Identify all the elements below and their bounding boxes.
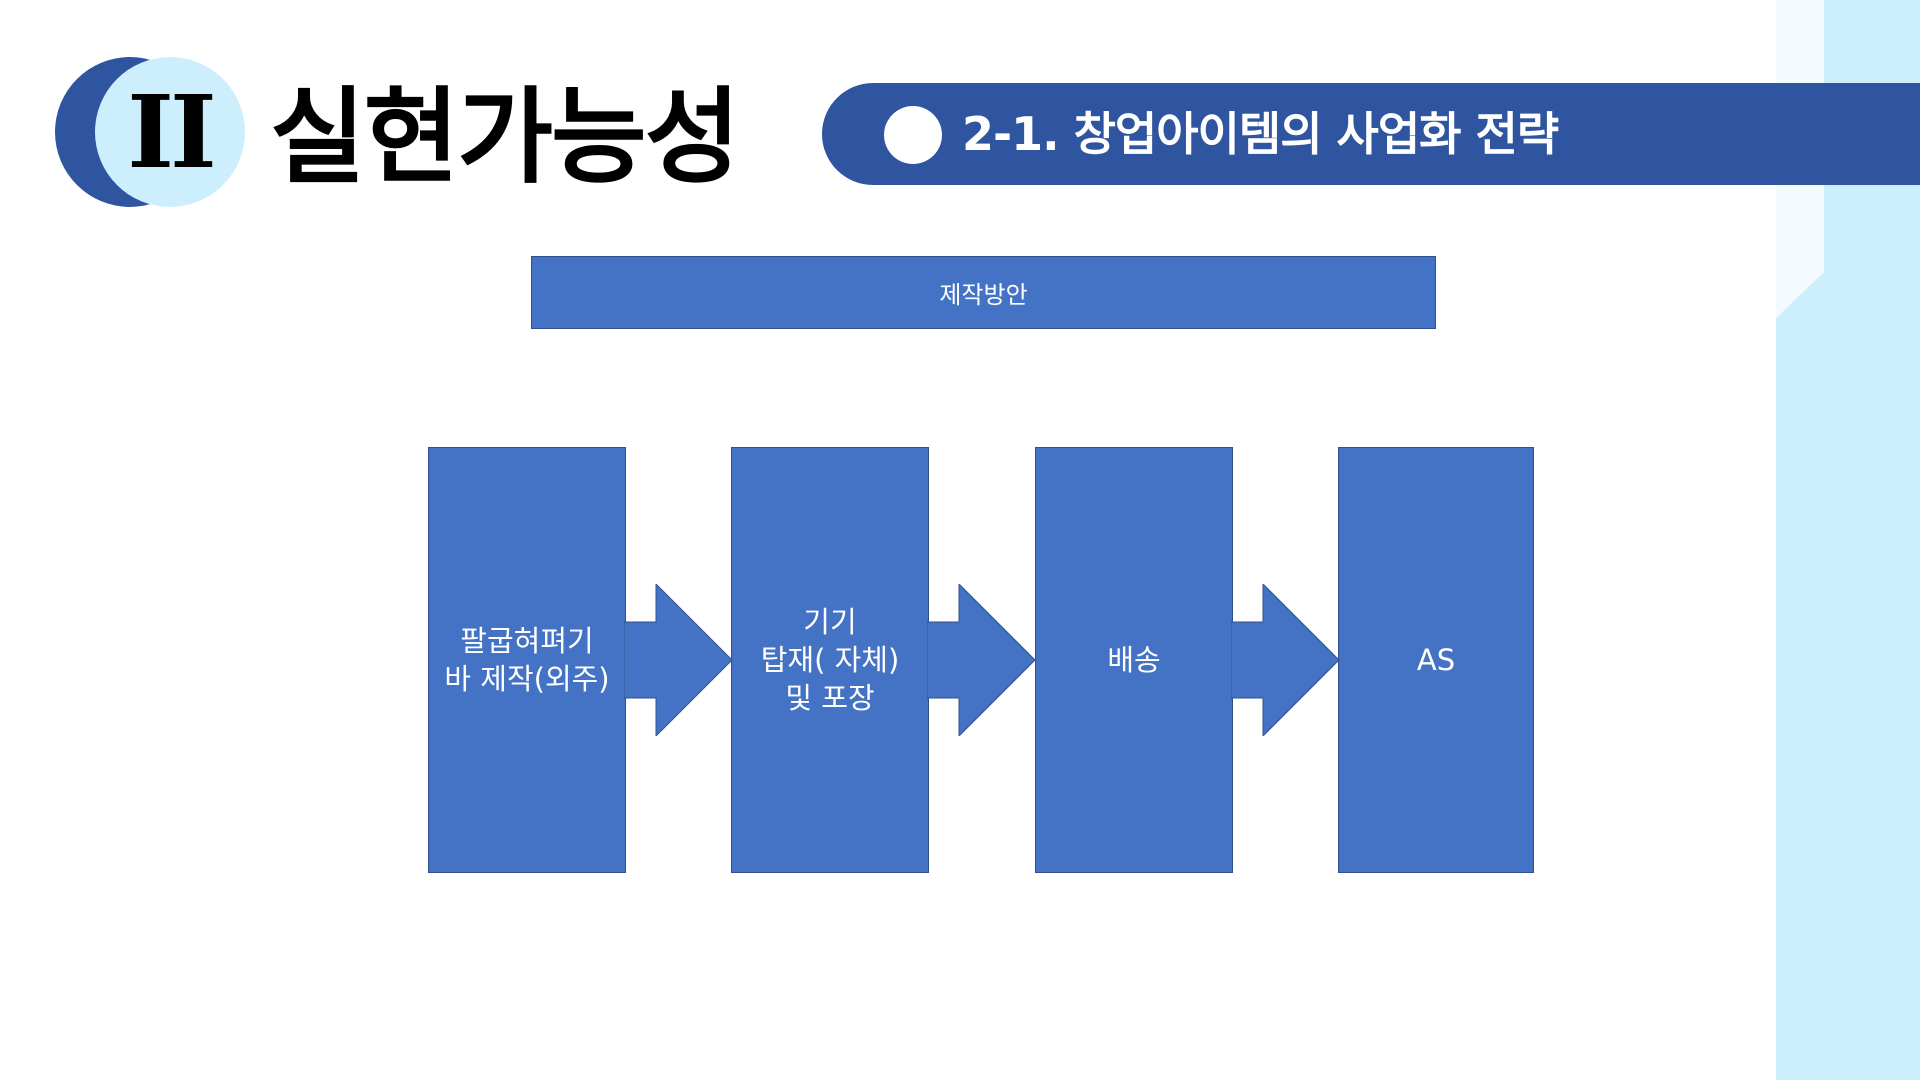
process-step-2: 기기 탑재( 자체) 및 포장 <box>731 447 929 873</box>
arrow-right-icon <box>1231 584 1340 736</box>
subtitle-text: 2-1. 창업아이템의 사업화 전략 <box>962 107 1559 161</box>
arrow-right-icon <box>927 584 1036 736</box>
page-title: 실현가능성 <box>270 76 740 198</box>
section-number: II <box>127 73 217 191</box>
process-step-3: 배송 <box>1035 447 1233 873</box>
diagram-header-box: 제작방안 <box>531 256 1436 329</box>
banner-dot-icon <box>884 106 942 164</box>
arrow-right-icon <box>624 584 733 736</box>
process-step-1: 팔굽혀펴기 바 제작(외주) <box>428 447 626 873</box>
badge-inner-circle <box>95 57 245 207</box>
subtitle-banner: 2-1. 창업아이템의 사업화 전략 <box>822 83 1920 185</box>
process-step-4: AS <box>1338 447 1534 873</box>
section-badge: II <box>55 57 245 209</box>
